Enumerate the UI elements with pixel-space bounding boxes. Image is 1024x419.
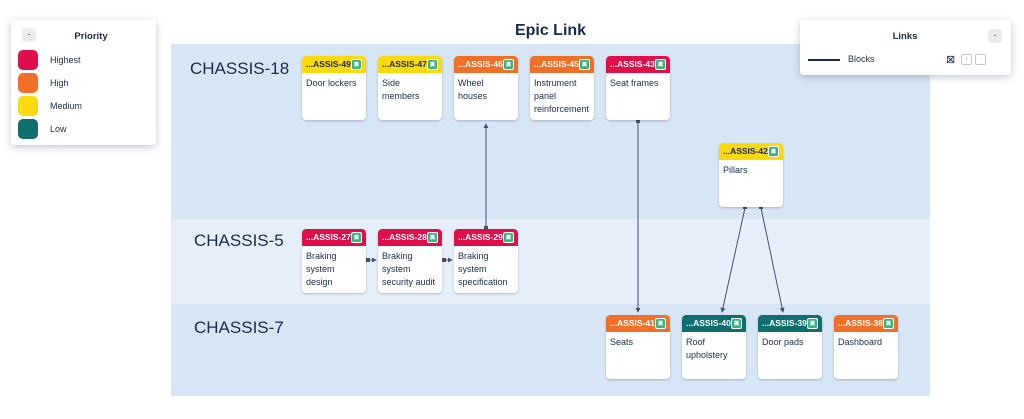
issue-card-header: ...ASSIS-41 [606,315,670,332]
priority-label-high: High [50,78,69,88]
issue-key[interactable]: ...ASSIS-45 [534,59,579,69]
priority-legend-title: Priority [74,31,108,42]
issue-summary: Dashboard [838,337,883,347]
link-type-blocks-line [808,59,840,61]
issue-key[interactable]: ...ASSIS-43 [610,59,655,69]
story-bookmark-icon [731,318,742,329]
links-legend: Links - Blocks ⊠ + - [800,20,1011,75]
issue-key[interactable]: ...ASSIS-46 [458,59,503,69]
issue-card-header: ...ASSIS-28 [378,229,442,246]
issue-key[interactable]: ...ASSIS-28 [382,232,427,242]
lane-label-chassis-18: CHASSIS-18 [190,59,290,78]
issue-summary: Pillars [723,165,748,175]
issue-card-header: ...ASSIS-43 [606,56,670,73]
issue-card-header: ...ASSIS-42 [719,143,783,160]
lane-label-chassis-5: CHASSIS-5 [194,231,284,250]
story-bookmark-icon [807,318,818,329]
priority-legend-collapse-button[interactable]: - [22,28,36,42]
page-title: Epic Link [514,22,587,39]
issue-summary: Braking system security audit [382,251,436,287]
issue-key[interactable]: ...ASSIS-27 [306,232,351,242]
priority-swatch-low [18,119,38,139]
story-bookmark-icon [655,318,666,329]
issue-key[interactable]: ...ASSIS-49 [306,59,351,69]
issue-key[interactable]: ...ASSIS-42 [723,146,768,156]
link-type-blocks-label: Blocks [848,54,875,64]
priority-swatch-highest [18,50,38,70]
issue-key[interactable]: ...ASSIS-40 [686,318,731,328]
link-type-blocks-minus-button[interactable]: - [975,54,986,65]
issue-summary: Door pads [762,337,804,347]
priority-label-medium: Medium [50,101,83,111]
story-bookmark-icon [768,146,779,157]
story-bookmark-icon [883,318,894,329]
story-bookmark-icon [503,232,514,243]
issue-summary: Braking system specification [458,251,508,287]
link-42-to-39[interactable] [760,207,785,313]
issue-key[interactable]: ...ASSIS-29 [458,232,503,242]
issue-summary: Side members [382,78,420,101]
story-bookmark-icon [351,59,362,70]
issue-card-header: ...ASSIS-39 [758,315,822,332]
links-legend-title: Links [892,31,918,42]
issue-summary: Braking system design [306,251,337,287]
issue-card-header: ...ASSIS-45 [530,56,594,73]
priority-swatch-medium [18,96,38,116]
issue-summary: Instrument panel reinforcement [534,78,590,114]
issue-summary: Wheel houses [458,78,488,101]
issue-card-header: ...ASSIS-46 [454,56,518,73]
issue-key[interactable]: ...ASSIS-47 [382,59,427,69]
issue-card-header: ...ASSIS-40 [682,315,746,332]
link-type-blocks-toggle[interactable]: ⊠ [946,54,956,66]
issue-card-header: ...ASSIS-29 [454,229,518,246]
priority-item-high: High [18,73,69,93]
link-42-to-40[interactable] [720,207,746,313]
issue-card-header: ...ASSIS-49 [302,56,366,73]
issue-summary: Roof upholstery [686,337,728,360]
priority-label-low: Low [50,124,67,134]
story-bookmark-icon [351,232,362,243]
link-type-blocks-plus-button[interactable]: + [961,54,972,65]
issue-card-header: ...ASSIS-38 [834,315,898,332]
priority-item-low: Low [18,119,67,139]
issue-card-header: ...ASSIS-27 [302,229,366,246]
issue-key[interactable]: ...ASSIS-39 [762,318,807,328]
issue-key[interactable]: ...ASSIS-38 [838,318,883,328]
story-bookmark-icon [579,59,590,70]
lane-chassis-5 [171,219,930,304]
priority-label-highest: Highest [50,55,81,65]
issue-card-header: ...ASSIS-47 [378,56,442,73]
lane-label-chassis-7: CHASSIS-7 [194,318,284,337]
priority-swatch-high [18,73,38,93]
priority-item-medium: Medium [18,96,82,116]
priority-item-highest: Highest [18,50,81,70]
story-bookmark-icon [503,59,514,70]
issue-summary: Door lockers [306,78,357,88]
issue-key[interactable]: ...ASSIS-41 [610,318,655,328]
issue-summary: Seats [610,337,634,347]
priority-legend: - Priority Highest High Medium Low [11,20,156,145]
story-bookmark-icon [427,59,438,70]
story-bookmark-icon [655,59,666,70]
issue-summary: Seat frames [610,78,659,88]
links-legend-collapse-button[interactable]: - [988,29,1002,43]
story-bookmark-icon [427,232,438,243]
